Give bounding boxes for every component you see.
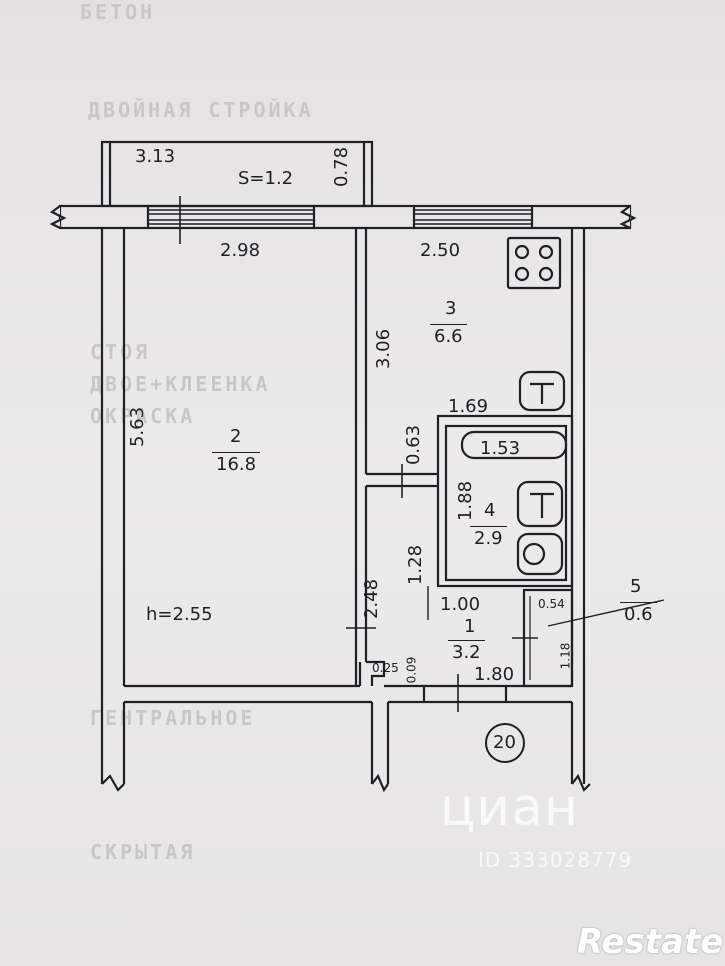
room2-area: 16.8 bbox=[212, 452, 261, 476]
room5-length-label: 1.18 bbox=[558, 642, 573, 670]
room1-area-text: 3.2 bbox=[448, 640, 485, 664]
bg-text-2: СТОЯ bbox=[90, 340, 151, 364]
cian-id-watermark: ID 333028779 bbox=[478, 848, 633, 872]
room2-width-label: 2.98 bbox=[220, 240, 261, 261]
room4-number: 4 bbox=[484, 500, 496, 521]
room4-length-label: 1.88 bbox=[455, 480, 477, 522]
balcony-depth-label: 0.78 bbox=[331, 146, 353, 188]
room1-area: 3.2 bbox=[448, 640, 485, 664]
corridor-door-label: 1.00 bbox=[440, 594, 481, 615]
corridor-len-a-label: 2.48 bbox=[361, 578, 383, 620]
room2-area-text: 16.8 bbox=[212, 452, 261, 476]
room-height-label: h=2.55 bbox=[146, 604, 213, 625]
bg-text-4: ОКРАСКА bbox=[90, 404, 196, 428]
room5-width-label: 0.54 bbox=[538, 597, 565, 611]
room2-length-label: 5.63 bbox=[127, 406, 149, 448]
corridor-len-c-label: 0.63 bbox=[403, 424, 425, 466]
room3-number: 3 bbox=[445, 298, 457, 319]
step-b-label: 0.09 bbox=[404, 656, 419, 684]
step-a-label: 0.25 bbox=[372, 661, 399, 675]
cian-watermark: циан bbox=[440, 778, 580, 838]
room4-area: 2.9 bbox=[470, 526, 507, 550]
room5-area-text: 0.6 bbox=[620, 602, 657, 626]
room4-width-label: 1.69 bbox=[448, 396, 489, 417]
room5-area: 0.6 bbox=[620, 602, 657, 626]
bg-text-3: ДВОЕ+КЛЕЕНКА bbox=[90, 372, 271, 396]
room3-area-text: 6.6 bbox=[430, 324, 467, 348]
room4-area-text: 2.9 bbox=[470, 526, 507, 550]
room3-area: 6.6 bbox=[430, 324, 467, 348]
room1-number: 1 bbox=[464, 616, 476, 637]
room3-width-label: 2.50 bbox=[420, 240, 461, 261]
room5-number: 5 bbox=[630, 576, 642, 597]
room2-number: 2 bbox=[230, 426, 242, 447]
bg-text-5: ГЕНТРАЛЬНОЕ bbox=[90, 706, 256, 730]
balcony-area-label: S=1.2 bbox=[238, 168, 294, 189]
bg-text-6: СКРЫТАЯ bbox=[90, 840, 196, 864]
restate-logo: Restate bbox=[577, 922, 724, 962]
bg-text-1: ДВОЙНАЯ СТРОЙКА bbox=[88, 98, 314, 122]
room1-width-label: 1.80 bbox=[474, 664, 515, 685]
room3-length-label: 3.06 bbox=[373, 328, 395, 370]
stair-mark-label: 20 bbox=[493, 732, 516, 753]
bg-text-0: БЕТОН bbox=[80, 0, 156, 24]
corridor-len-b-label: 1.28 bbox=[405, 544, 427, 586]
tub-length-label: 1.53 bbox=[480, 438, 521, 459]
balcony-width-label: 3.13 bbox=[135, 146, 176, 167]
